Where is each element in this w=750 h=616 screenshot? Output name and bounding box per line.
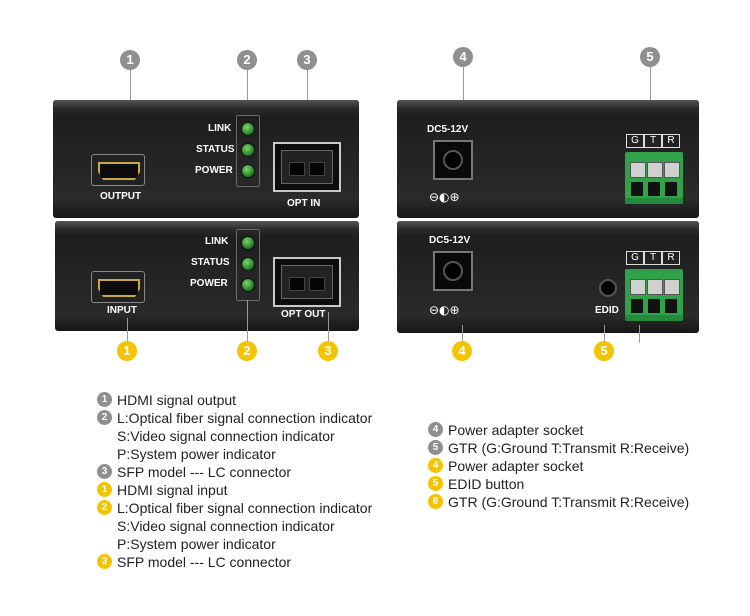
sfp-opt-in-port	[273, 142, 341, 192]
status-led	[241, 257, 255, 271]
legend-badge: 6	[428, 494, 443, 509]
link-led	[241, 236, 255, 250]
callout-2-bottom: 2	[237, 341, 257, 361]
gtr-g: G	[626, 134, 644, 148]
legend-badge: 1	[97, 482, 112, 497]
gtr-terminal-block	[625, 269, 683, 321]
legend-text: HDMI signal output	[117, 392, 237, 408]
receiver-rear-panel: DC5-12V ⊖◐⊕ G T R	[397, 100, 699, 218]
callout-1-bottom: 1	[117, 341, 137, 361]
dc-polarity-icon: ⊖◐⊕	[429, 190, 460, 204]
callout-5-bottom-leader	[604, 325, 605, 342]
legend-text: EDID button	[448, 476, 525, 492]
device-top-edge	[397, 100, 699, 110]
legend-text: P:System power indicator	[117, 536, 276, 552]
legend-badge: 3	[97, 554, 112, 569]
callout-3-top: 3	[297, 50, 317, 70]
dc-label: DC5-12V	[427, 124, 469, 135]
legend-text: S:Video signal connection indicator	[117, 518, 335, 534]
hdmi-output-port	[91, 154, 145, 186]
legend-badge: 2	[97, 500, 112, 515]
callout-4-top: 4	[453, 47, 473, 67]
legend-badge: 2	[97, 410, 112, 425]
callout-5-top-leader	[650, 67, 651, 107]
callout-4-bottom: 4	[452, 341, 472, 361]
hdmi-input-port	[91, 271, 145, 303]
dc-label: DC5-12V	[429, 235, 471, 246]
callout-5-top: 5	[640, 47, 660, 67]
receiver-device: OUTPUT LINK STATUS POWER OPT IN	[53, 100, 359, 218]
legend-badge: 5	[428, 476, 443, 491]
legend-text: S:Video signal connection indicator	[117, 428, 335, 444]
gtr-t: T	[644, 251, 662, 265]
callout-2-top-leader	[247, 70, 248, 100]
led-label-status: STATUS	[196, 144, 235, 155]
edid-button	[599, 279, 617, 297]
legend-text: L:Optical fiber signal connection indica…	[117, 410, 373, 426]
legend-badge: 4	[428, 422, 443, 437]
legend-text: P:System power indicator	[117, 446, 276, 462]
led-label-power: POWER	[195, 165, 233, 176]
sfp-opt-out-port	[273, 257, 341, 307]
gtr-t: T	[644, 134, 662, 148]
legend-text: Power adapter socket	[448, 422, 584, 438]
led-label-power: POWER	[190, 278, 228, 289]
callout-2-top: 2	[237, 50, 257, 70]
callout-4-bottom-leader	[462, 325, 463, 342]
gtr-r: R	[662, 134, 680, 148]
legend-badge: 5	[428, 440, 443, 455]
legend-text: HDMI signal input	[117, 482, 228, 498]
power-led	[241, 164, 255, 178]
legend-text: SFP model --- LC connector	[117, 554, 292, 570]
callout-3-bottom-leader	[328, 312, 329, 342]
led-label-status: STATUS	[191, 257, 230, 268]
gtr-terminal-block	[625, 152, 683, 204]
device-top-edge	[55, 221, 359, 231]
callout-4-top-leader	[463, 67, 464, 107]
legend-badge: 4	[428, 458, 443, 473]
callout-5-bottom: 5	[594, 341, 614, 361]
led-label-link: LINK	[208, 123, 232, 134]
callout-2-bottom-leader	[247, 300, 248, 342]
opt-in-label: OPT IN	[287, 198, 321, 209]
callout-1-top: 1	[120, 50, 140, 70]
legend-text: L:Optical fiber signal connection indica…	[117, 500, 373, 516]
legend-text: GTR (G:Ground T:Transmit R:Receive)	[448, 494, 690, 510]
dc-polarity-icon: ⊖◐⊕	[429, 303, 460, 317]
gtr-label-box: G T R	[626, 251, 680, 265]
led-label-link: LINK	[205, 236, 229, 247]
led-frame	[236, 229, 260, 301]
hdmi-input-label: INPUT	[107, 305, 137, 316]
transmitter-device: INPUT LINK STATUS POWER OPT OUT	[55, 221, 359, 331]
callout-3-bottom: 3	[318, 341, 338, 361]
legend-text: Power adapter socket	[448, 458, 584, 474]
callout-1-bottom-leader	[127, 318, 128, 342]
opt-out-label: OPT OUT	[281, 309, 326, 320]
callout-3-top-leader	[307, 70, 308, 100]
transmitter-rear-panel: DC5-12V ⊖◐⊕ EDID G T R	[397, 221, 699, 333]
device-top-edge	[53, 100, 359, 110]
status-led	[241, 143, 255, 157]
edid-label: EDID	[595, 305, 619, 316]
link-led	[241, 122, 255, 136]
led-frame	[236, 115, 260, 187]
gtr-r: R	[662, 251, 680, 265]
legend-text: SFP model --- LC connector	[117, 464, 292, 480]
power-led	[241, 278, 255, 292]
hdmi-output-label: OUTPUT	[100, 191, 142, 202]
dc-power-socket	[433, 251, 473, 291]
gtr-label-box: G T R	[626, 134, 680, 148]
legend-badge: 1	[97, 392, 112, 407]
legend-badge: 3	[97, 464, 112, 479]
callout-1-top-leader	[130, 70, 131, 100]
legend-text: GTR (G:Ground T:Transmit R:Receive)	[448, 440, 690, 456]
device-top-edge	[397, 221, 699, 231]
dc-power-socket	[433, 140, 473, 180]
gtr-g: G	[626, 251, 644, 265]
callout-6-leader	[639, 325, 640, 343]
